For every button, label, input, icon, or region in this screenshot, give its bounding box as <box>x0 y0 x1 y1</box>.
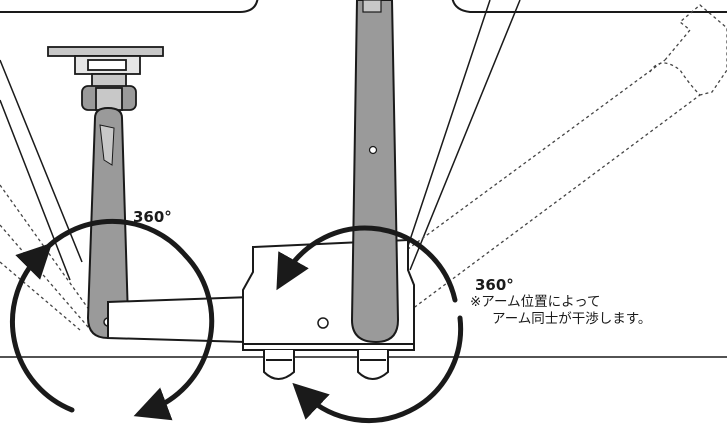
callout-right <box>451 0 727 13</box>
note-line-2: アーム同士が干渉します。 <box>492 310 652 327</box>
rotation-arrow-right-top <box>276 225 458 303</box>
rotation-arrow-right-bottom <box>292 315 464 424</box>
vesa-plate-left <box>47 46 164 111</box>
rotation-label-left: 360° <box>133 208 172 226</box>
rotation-arrow-left-1 <box>10 242 75 413</box>
rotation-label-right: 360° <box>475 276 514 294</box>
rotation-arrow-left-2 <box>37 218 215 421</box>
callout-left <box>0 0 259 13</box>
rotation-arrows-left <box>10 218 215 421</box>
pivot-base <box>317 317 329 329</box>
rotation-arrows-right <box>276 225 464 424</box>
interference-note: ※アーム位置によって アーム同士が干渉します。 <box>470 294 651 328</box>
note-line-1: ※アーム位置によって <box>470 294 601 310</box>
callout-leaders <box>0 0 521 281</box>
